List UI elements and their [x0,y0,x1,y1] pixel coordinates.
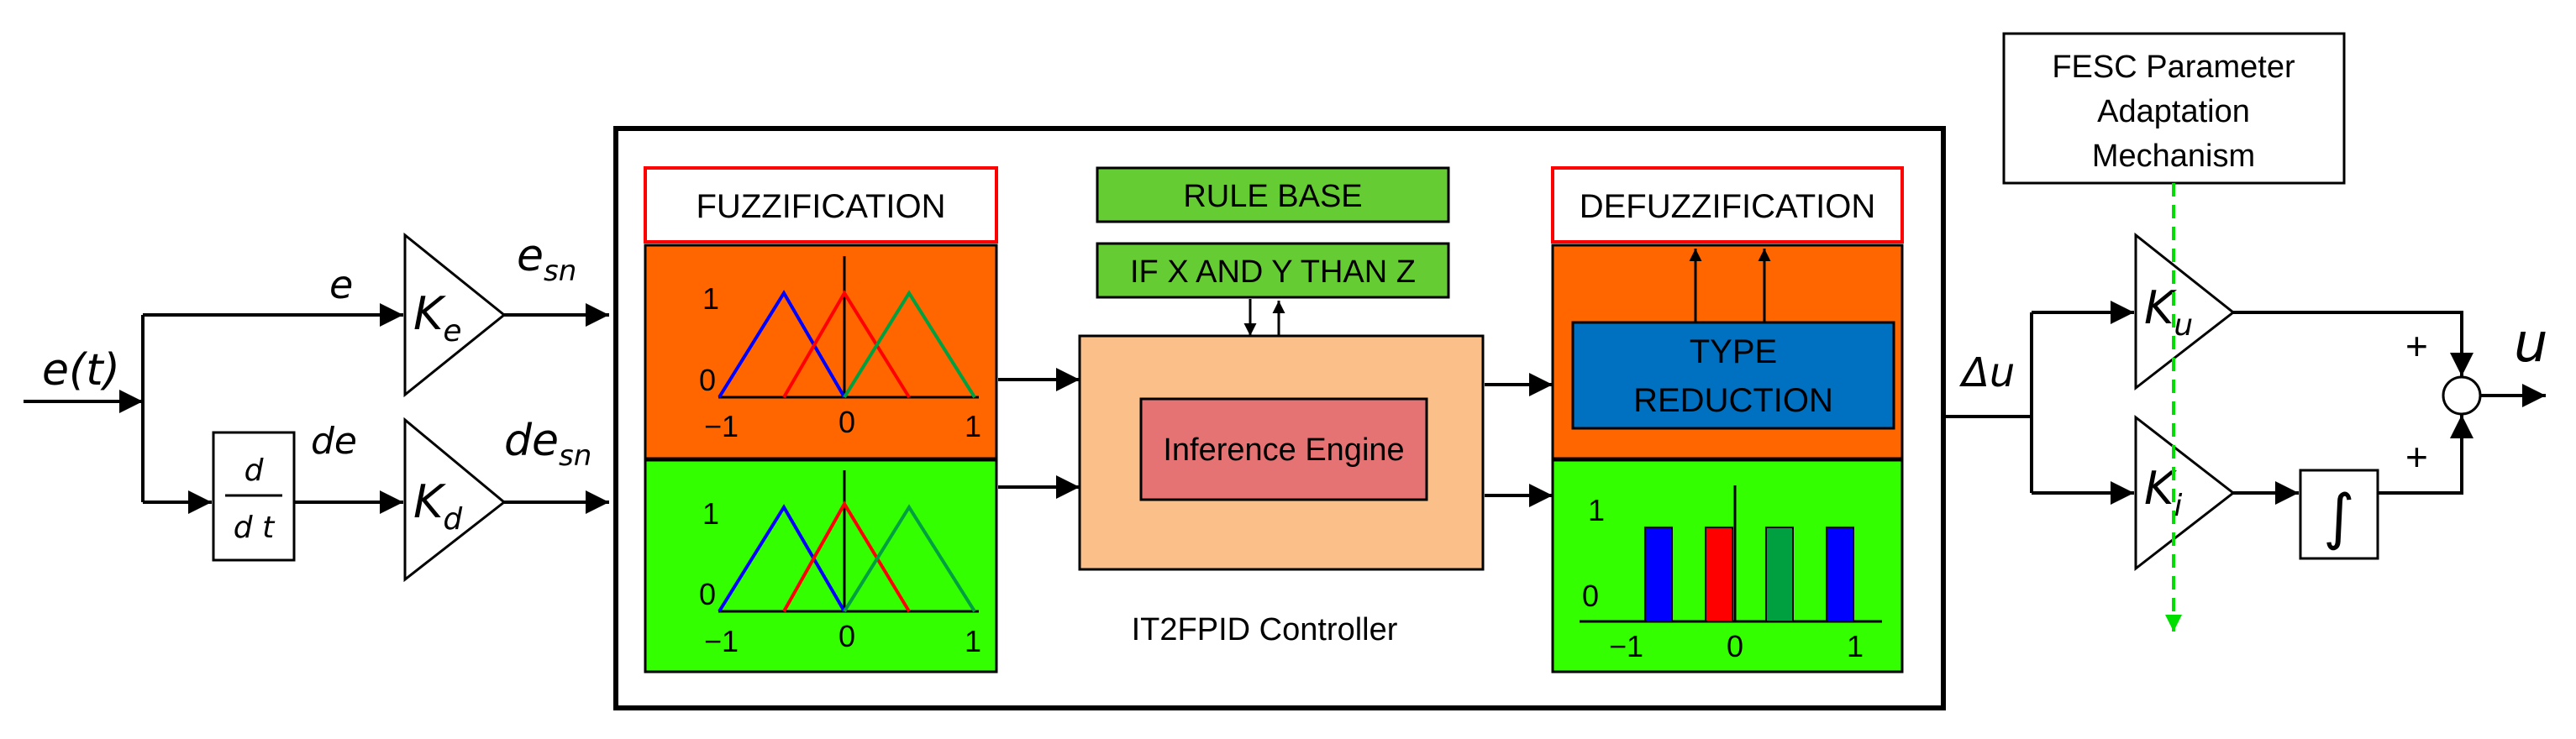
rule-label: IF X AND Y THAN Z [1130,254,1416,290]
ke-gain-triangle [403,232,507,398]
plot-de-y-low: 0 [699,577,716,611]
membership-plot-e: 1 0 −1 0 1 [699,256,981,443]
plot-e-x-left: −1 [704,409,739,443]
integral-symbol: ∫ [2323,481,2355,552]
plot-de-x-right: 1 [965,624,981,658]
de-label: de [311,420,357,463]
rule-box [1096,242,1450,299]
adaptation-line2: Adaptation [2097,94,2250,129]
ku-gain-triangle [2134,232,2236,391]
adaptation-line1: FESC Parameter [2052,50,2295,85]
plot-e-x-mid: 0 [839,405,855,439]
defuzz-plot-x-left: −1 [1609,629,1643,663]
plot-de-red-mf [782,501,911,613]
plot-de-x-mid: 0 [839,619,855,653]
rule-inference-section: RULE BASE IF X AND Y THAN Z Inference En… [1078,166,1553,571]
derivative-denominator: d t [234,511,276,545]
defuzzification-section: DEFUZZIFICATION TYPE REDUCTION 1 0 −1 0 … [1551,166,1904,673]
ki-gain-symbol: Ki [2144,462,2182,523]
fuzzification-de-panel [644,459,998,673]
inference-engine-box [1139,397,1428,501]
plot-e-y-high: 1 [702,281,719,316]
ku-gain-symbol: Ku [2144,281,2193,343]
plot-de-blue-mf [718,504,846,613]
esn-label: esn [517,231,576,288]
rule-base-box [1096,166,1450,223]
defuzz-plot-y-low: 0 [1582,579,1599,613]
integrator-block [2299,469,2379,560]
membership-plot-de: 1 0 −1 0 1 [699,470,981,658]
rule-base-label: RULE BASE [1183,179,1362,214]
defuzz-plot-x-mid: 0 [1727,629,1743,663]
fuzzification-label: FUZZIFICATION [697,188,946,225]
plot-e-blue-mf [718,290,846,399]
ku-to-sum-arrow [2233,311,2473,376]
input-signal-label: e(t) [42,345,120,396]
error-label: e [329,262,353,307]
kd-gain-triangle [403,417,507,583]
desn-label: desn [504,416,591,473]
fuzzification-section: FUZZIFICATION 1 0 −1 0 1 1 0 −1 0 [644,166,1080,673]
plot-de-y-high: 1 [702,496,719,531]
sum-plus-bottom: + [2405,435,2428,479]
fuzzification-header [644,166,998,244]
type-reduction-line1: TYPE [1690,333,1777,370]
plot-e-green-mf [843,290,976,399]
ki-gain-triangle [2134,414,2236,572]
output-section: Δu Ku Ki ∫ + + u [1943,232,2548,572]
type-reduction-line2: REDUCTION [1633,382,1833,419]
ke-gain-symbol: Ke [413,287,462,349]
defuzz-bar-3 [1765,527,1794,622]
inference-engine-label: Inference Engine [1163,432,1404,468]
type-reduction-plot: 1 0 −1 0 1 [1580,485,1882,663]
type-reduction-box [1571,321,1895,430]
defuzz-bar-1 [1644,527,1673,622]
plot-de-x-left: −1 [704,624,739,658]
derivative-numerator: d [244,453,265,488]
defuzzification-label: DEFUZZIFICATION [1580,188,1876,225]
output-u-label: u [2514,312,2548,375]
plot-e-x-right: 1 [965,409,981,443]
integrator-to-sum-arrow [2378,415,2473,495]
sum-plus-top: + [2405,324,2428,368]
controller-title: IT2FPID Controller [1132,612,1398,647]
plot-e-red-mf [782,290,911,399]
plot-de-green-mf [843,504,976,613]
input-section: e(t) e d d t de Ke esn Kd desn [24,231,609,583]
defuzz-plot-x-right: 1 [1847,629,1864,663]
adaptation-mechanism: FESC Parameter Adaptation Mechanism [2002,32,2346,632]
defuzz-bar-4 [1826,527,1854,622]
kd-gain-symbol: Kd [413,475,463,537]
fuzzification-e-panel [644,244,998,460]
delta-u-label: Δu [1958,349,2015,396]
defuzz-bar-2 [1705,527,1733,622]
adaptation-line3: Mechanism [2092,139,2255,174]
defuzz-plot-y-high: 1 [1588,493,1605,527]
summing-junction [2442,375,2482,416]
plot-e-y-low: 0 [699,363,716,397]
defuzzification-header [1551,166,1904,244]
